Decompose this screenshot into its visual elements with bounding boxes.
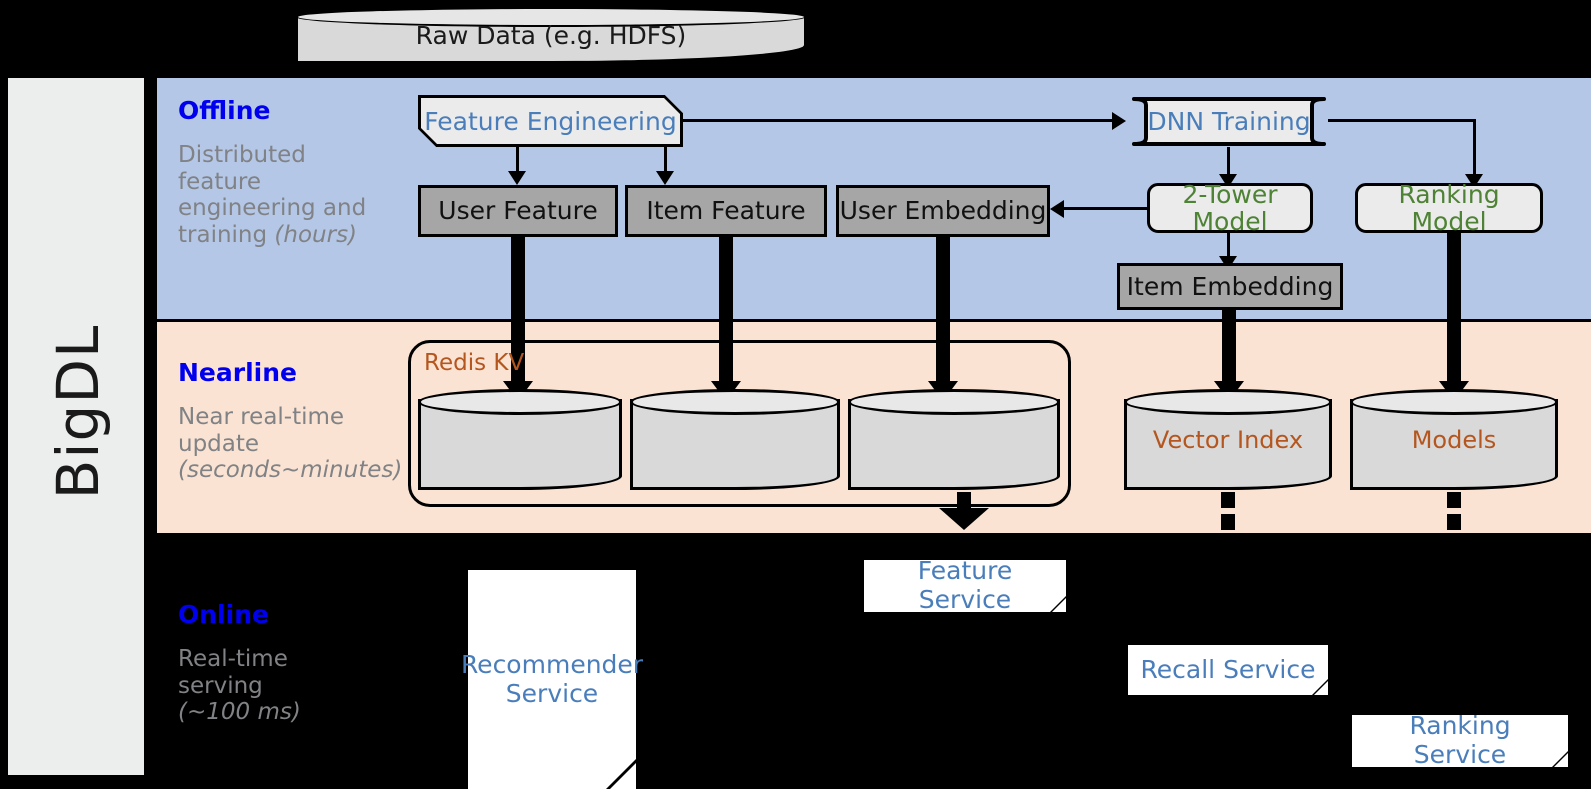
ranking-model-label: Ranking Model (1398, 179, 1500, 236)
online-sub-1: Real-time (178, 646, 288, 672)
item-embedding-label: Item Embedding (1126, 271, 1334, 301)
connector-rankingmodel-models (1447, 233, 1461, 385)
nearline-sub-2: update (178, 430, 260, 457)
feature-service-label: Feature Service (917, 556, 1013, 614)
cylinder-top (630, 389, 840, 415)
band-nearline-subtitle: Near real-time update (seconds~minutes) (178, 404, 402, 484)
node-shape (1132, 97, 1326, 146)
connector-userembedding-store3 (936, 237, 950, 385)
connector-userfeature-store1 (511, 237, 525, 385)
models-store[interactable]: Models (1350, 389, 1558, 490)
recommender-service-node[interactable]: Recommender Service (460, 570, 644, 789)
offline-sub-2: feature (178, 168, 262, 195)
store-user-feature-label (418, 389, 622, 490)
dnn-training-node[interactable]: DNN Training (1130, 96, 1328, 147)
dnn-training-label: DNN Training (1147, 107, 1311, 136)
redis-kv-label: Redis KV (424, 350, 525, 376)
raw-data-datastore: Raw Data (e.g. HDFS) (296, 7, 806, 63)
connector-models-stub-2 (1447, 514, 1461, 530)
ranking-service-node[interactable]: Ranking Service (1352, 711, 1568, 769)
two-tower-model-label: 2-Tower Model (1182, 179, 1278, 236)
online-sub-2: serving (178, 672, 263, 699)
user-feature-node[interactable]: User Feature (418, 185, 618, 237)
connector-twotower-itemembedding (1227, 233, 1230, 259)
user-feature-label: User Feature (438, 196, 598, 226)
offline-sub-3: engineering and (178, 195, 367, 222)
recall-service-label: Recall Service (1140, 654, 1316, 684)
user-embedding-label: User Embedding (839, 196, 1047, 226)
band-online-subtitle: Real-time serving (~100 ms) (178, 646, 393, 726)
connector-dnn-twotower (1227, 147, 1230, 176)
connector-vectorindex-stub-1 (1221, 492, 1235, 508)
connector-fe-dnn (683, 119, 1113, 122)
vector-index-label: Vector Index (1152, 425, 1304, 454)
item-embedding-node[interactable]: Item Embedding (1117, 263, 1343, 310)
ranking-service-label: Ranking Service (1409, 711, 1511, 769)
arrowhead-fe-userfeature (508, 171, 526, 185)
vector-index-store[interactable]: Vector Index (1124, 389, 1332, 490)
cylinder-top (848, 389, 1060, 415)
arrowhead-fe-itemfeature (656, 171, 674, 185)
ranking-model-node[interactable]: Ranking Model (1355, 179, 1543, 236)
arrowhead-twotower-userembedding (1050, 200, 1064, 218)
band-offline-subtitle: Distributed feature engineering and trai… (178, 142, 393, 249)
user-embedding-node[interactable]: User Embedding (836, 185, 1050, 237)
feature-engineering-node[interactable]: Feature Engineering (418, 95, 683, 147)
connector-store3-featureservice-stub (957, 492, 971, 508)
recall-service-node[interactable]: Recall Service (1128, 645, 1328, 695)
cylinder-top (1124, 389, 1332, 415)
cylinder-top (418, 389, 622, 415)
connector-vectorindex-stub-2 (1221, 514, 1235, 530)
nearline-sub-em: (seconds~minutes) (178, 457, 403, 484)
page-fold-highlight-icon (1314, 681, 1328, 695)
online-sub-em: (~100 ms) (178, 699, 301, 726)
connector-dnn-ranking-v (1473, 119, 1476, 176)
offline-sub-1: Distributed (178, 142, 306, 168)
framework-label: BigDL (44, 324, 112, 500)
models-label: Models (1411, 425, 1497, 454)
connector-models-stub-1 (1447, 492, 1461, 508)
band-nearline-title: Nearline (178, 358, 297, 387)
page-fold-highlight-icon (1052, 598, 1066, 612)
arrowhead-store3-featureservice (939, 508, 989, 530)
connector-fe-itemfeature (664, 147, 667, 173)
connector-fe-userfeature (516, 147, 519, 173)
feature-service-node[interactable]: Feature Service (864, 556, 1066, 614)
two-tower-model-node[interactable]: 2-Tower Model (1147, 179, 1313, 236)
store-user-feature[interactable] (418, 389, 622, 490)
offline-sub-em: (hours) (274, 222, 358, 249)
store-item-feature-label (630, 389, 840, 490)
store-item-feature[interactable] (630, 389, 840, 490)
cylinder-top (1350, 389, 1558, 415)
band-offline-title: Offline (178, 96, 271, 125)
connector-itemfeature-store2 (719, 237, 733, 385)
raw-data-label: Raw Data (e.g. HDFS) (415, 20, 687, 50)
feature-engineering-label: Feature Engineering (421, 98, 680, 144)
connector-twotower-userembedding (1063, 207, 1149, 210)
arrowhead-rawdata-fe (536, 62, 566, 82)
arrowhead-fe-dnn (1112, 112, 1126, 130)
offline-sub-4: training (178, 222, 275, 249)
store-user-embedding[interactable] (848, 389, 1060, 490)
connector-itemembedding-vectorindex (1222, 310, 1236, 385)
framework-rail: BigDL (8, 78, 144, 775)
recommender-service-label: Recommender Service (460, 649, 644, 708)
page-fold-highlight-icon (610, 763, 636, 789)
band-online-title: Online (178, 600, 269, 629)
cylinder-top (296, 7, 806, 27)
item-feature-label: Item Feature (646, 196, 806, 226)
nearline-sub-1: Near real-time (178, 404, 345, 430)
cylinder-body (630, 399, 840, 490)
item-feature-node[interactable]: Item Feature (625, 185, 827, 237)
connector-dnn-ranking-h (1328, 119, 1476, 122)
page-fold-highlight-icon (1554, 753, 1568, 767)
redis-kv-container (408, 340, 1071, 507)
store-user-embedding-label (848, 389, 1060, 490)
